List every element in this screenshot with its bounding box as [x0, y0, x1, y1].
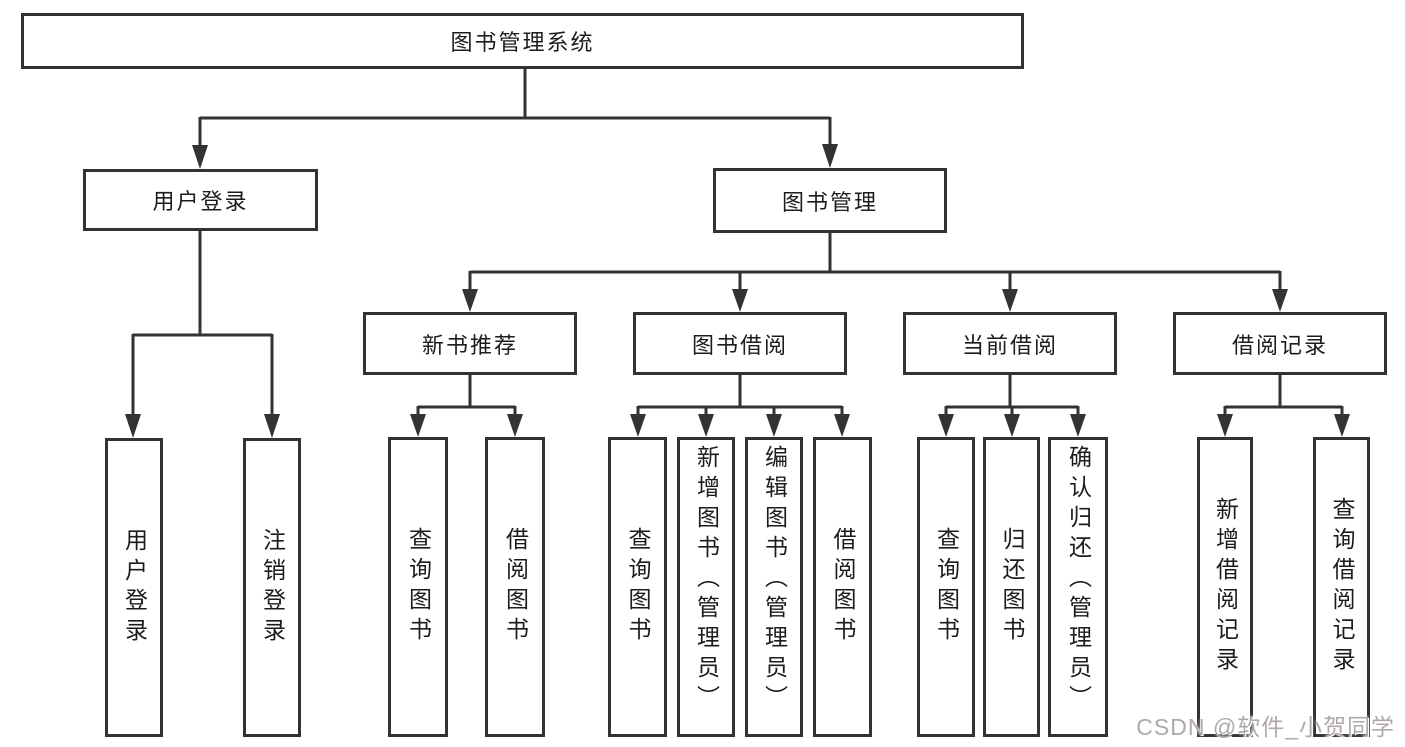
node-logout: 注销登录: [243, 438, 301, 737]
node-label: 图书借阅: [691, 332, 788, 358]
node-label: 归还图书: [999, 527, 1025, 647]
node-current-confirm-return-admin: 确认归还（管理员）: [1048, 437, 1108, 737]
node-borrow-edit-books-admin: 编辑图书（管理员）: [745, 437, 803, 737]
node-label: 图书管理系统: [450, 30, 595, 55]
node-label: 用户登录: [152, 189, 249, 214]
node-current-return-books: 归还图书: [983, 437, 1040, 737]
node-label: 借阅记录: [1231, 332, 1328, 358]
node-user-login-leaf: 用户登录: [105, 438, 163, 737]
node-label: 查询图书: [405, 527, 432, 647]
node-user-login: 用户登录: [83, 169, 318, 231]
csdn-watermark: CSDN @软件_小贺同学: [1136, 714, 1395, 740]
node-newbook-query-books: 查询图书: [388, 437, 448, 737]
node-borrow-borrow-books: 借阅图书: [813, 437, 872, 737]
node-label: 查询借阅记录: [1329, 497, 1355, 677]
node-newbook-borrow-books: 借阅图书: [485, 437, 545, 737]
node-new-book-recommend: 新书推荐: [363, 312, 577, 375]
node-label: 借阅图书: [502, 527, 529, 647]
node-label: 查询图书: [625, 527, 651, 647]
node-label: 新书推荐: [421, 332, 518, 358]
node-borrow-add-books-admin: 新增图书（管理员）: [677, 437, 735, 737]
node-record-add: 新增借阅记录: [1197, 437, 1253, 737]
node-book-management: 图书管理: [713, 168, 947, 233]
node-record-query: 查询借阅记录: [1313, 437, 1370, 737]
node-label: 新增借阅记录: [1212, 497, 1239, 677]
node-label: 图书管理: [781, 189, 878, 215]
node-label: 编辑图书（管理员）: [761, 445, 788, 715]
node-current-query-books: 查询图书: [917, 437, 975, 737]
node-label: 新增图书（管理员）: [693, 445, 720, 715]
node-label: 当前借阅: [961, 332, 1058, 358]
node-label: 用户登录: [121, 527, 148, 648]
node-borrow-query-books: 查询图书: [608, 437, 667, 737]
node-label: 查询图书: [933, 527, 960, 647]
node-label: 确认归还（管理员）: [1065, 445, 1092, 715]
arrowheads: [125, 144, 1350, 438]
node-system-root: 图书管理系统: [21, 13, 1024, 69]
node-label: 注销登录: [259, 527, 286, 648]
node-label: 借阅图书: [830, 527, 856, 647]
node-current-borrow: 当前借阅: [903, 312, 1117, 375]
node-borrow-record: 借阅记录: [1173, 312, 1387, 375]
node-book-borrow: 图书借阅: [633, 312, 847, 375]
